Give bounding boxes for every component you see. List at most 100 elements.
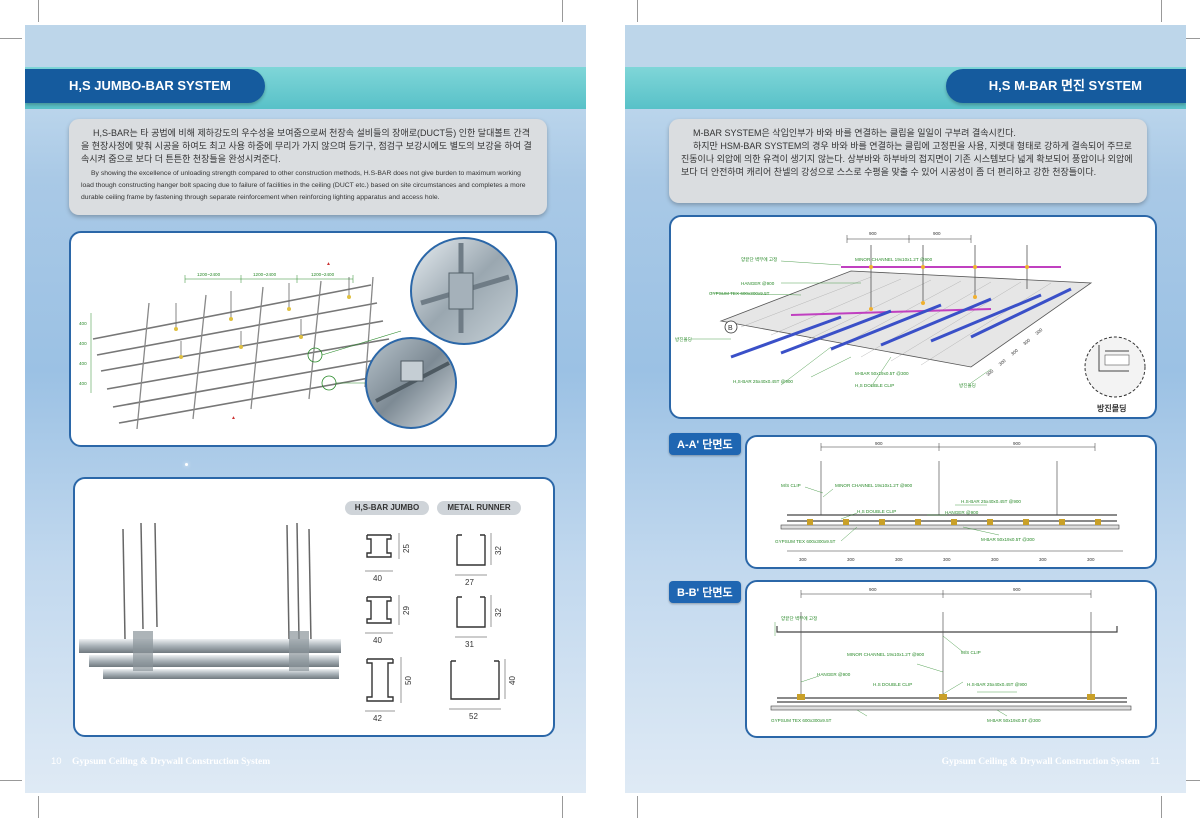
iso-hanger: HANGER @900 <box>741 281 775 286</box>
aa-ms-clip: M/S CLIP <box>781 483 801 488</box>
bb-ms-clip: M/S CLIP <box>961 650 981 655</box>
iso-wall-fix: 양끝단 벽부에 고정 <box>741 256 777 263</box>
jumbo-2-height: 29 <box>402 606 411 615</box>
intro-korean-1: M-BAR SYSTEM은 삭입인부가 바와 바를 연결하는 클립을 일일이 구… <box>693 128 1016 138</box>
bb-gypsum: GYPSUM TEX 600x300x9.5T <box>771 718 832 723</box>
side-dim-3: 400 <box>79 361 87 366</box>
bb-double-clip: H.S DOUBLE CLIP <box>873 682 912 687</box>
iso-300-4: 300 <box>1022 337 1031 346</box>
iso-seismic-mold-small: 방진몰딩 <box>675 336 692 343</box>
iso-300-1: 300 <box>985 368 994 377</box>
intro-box: M-BAR SYSTEM은 삭입인부가 바와 바를 연결하는 클립을 일일이 구… <box>669 119 1147 203</box>
iso-marker-b: B <box>728 325 733 332</box>
side-dim-1: 400 <box>79 321 87 326</box>
iso-double-clip: H,S DOUBLE CLIP <box>855 383 894 388</box>
aa-double-clip: H,S DOUBLE CLIP <box>857 509 896 514</box>
page-title: H,S M-BAR 면진 SYSTEM <box>988 78 1142 93</box>
iso-seismic-mold-mid: 방진몰딩 <box>959 382 976 389</box>
iso-dim-900-2: 900 <box>933 231 941 236</box>
runner-3-height: 40 <box>508 676 517 685</box>
page-number: 11 <box>1150 756 1160 767</box>
section-aa-label: A-A' 단면도 <box>669 433 741 455</box>
iso-minor-channel: MINOR CHANNEL 19x10x1.2T @900 <box>855 257 933 262</box>
mbar-iso-panel: 900 900 양끝단 벽부에 고정 MINOR CHANNEL 19x10x1… <box>669 215 1157 419</box>
aa-minor-channel: MINOR CHANNEL 19x10x1.2T @900 <box>835 483 913 488</box>
bb-minor-channel: MINOR CHANNEL 19x10x1.2T @900 <box>847 652 925 657</box>
iso-dim-900-1: 900 <box>869 231 877 236</box>
crop-mark <box>38 796 39 818</box>
left-page: H,S JUMBO-BAR SYSTEM H,S-BAR는 타 공법에 비해 제… <box>25 25 586 793</box>
aa-bottom-300-5: 300 <box>991 557 999 562</box>
runner-label: METAL RUNNER <box>437 501 521 515</box>
sparkle <box>185 463 188 466</box>
intro-korean: H,S-BAR는 타 공법에 비해 제하강도의 우수성을 보여줌으로써 천장속 … <box>81 128 532 164</box>
crop-mark <box>0 780 22 781</box>
intro-english: By showing the excellence of unloading s… <box>81 170 526 201</box>
crop-mark <box>38 0 39 22</box>
grid-dim-1: 1200~2400 <box>197 272 221 277</box>
aa-bottom-300-4: 300 <box>943 557 951 562</box>
jumbo-3-height: 50 <box>404 676 413 685</box>
iso-hsbar: H,S-BAR 25x40x0.45T @900 <box>733 379 793 384</box>
footer-text: Gypsum Ceiling & Drywall Construction Sy… <box>941 757 1140 767</box>
aa-bottom-300-6: 300 <box>1039 557 1047 562</box>
footer-text: Gypsum Ceiling & Drywall Construction Sy… <box>71 757 271 767</box>
jumbo-2-width: 40 <box>373 636 382 645</box>
aa-top-900-2: 900 <box>1013 441 1021 446</box>
iso-300-5: 300 <box>1034 327 1043 336</box>
crop-mark <box>1178 38 1200 39</box>
ceiling-grid-panel: 1200~2400 1200~2400 1200~2400 400 400 40… <box>69 231 557 447</box>
iso-msbar: M-BAR 50x19x0.5T @300 <box>855 371 909 376</box>
bb-top-900-1: 900 <box>869 587 877 592</box>
intro-korean-2: 하지만 HSM-BAR SYSTEM의 경우 바와 바를 연결하는 클립에 고정… <box>681 141 1133 177</box>
aa-bottom-300-1: 300 <box>799 557 807 562</box>
footer: 10 Gypsum Ceiling & Drywall Construction… <box>43 756 270 767</box>
header-title-tab: H,S M-BAR 면진 SYSTEM <box>946 69 1186 103</box>
bb-mbar: M-BAR 50x19x0.5T @300 <box>987 718 1041 723</box>
crop-mark <box>1178 780 1200 781</box>
iso-gypsum: GYPSUM TEX 600x300x9.5T <box>709 291 770 296</box>
top-band <box>625 25 1186 67</box>
aa-hanger: HANGER @900 <box>945 510 979 515</box>
header-title-tab: H,S JUMBO-BAR SYSTEM <box>25 69 265 103</box>
mbar-iso-diagram: 900 900 양끝단 벽부에 고정 MINOR CHANNEL 19x10x1… <box>675 231 1146 413</box>
aa-bottom-300-3: 300 <box>895 557 903 562</box>
grid-dim-2: 1200~2400 <box>253 272 277 277</box>
right-page: H,S M-BAR 면진 SYSTEM M-BAR SYSTEM은 삭입인부가 … <box>625 25 1186 793</box>
runner-1-width: 27 <box>465 578 474 587</box>
section-aa-diagram: 900 900 M/S CLIP <box>775 441 1123 562</box>
grid-dim-3: 1200~2400 <box>311 272 335 277</box>
section-bb-label: B-B' 단면도 <box>669 581 741 603</box>
crop-mark <box>637 0 638 22</box>
bb-hsbar: H.S-BAR 25x40x0.45T @900 <box>967 682 1027 687</box>
crop-mark <box>1161 796 1162 818</box>
aa-hsbar: H.S-BAR 25x40x0.45T @900 <box>961 499 1021 504</box>
page-number: 10 <box>51 756 62 767</box>
bb-top-900-2: 900 <box>1013 587 1021 592</box>
crop-mark <box>637 796 638 818</box>
aa-mbar: M-BAR 50x19x0.5T @300 <box>981 537 1035 542</box>
seismic-mold-callout-circle <box>1084 336 1146 398</box>
bb-hanger: HANGER @900 <box>817 672 851 677</box>
aa-top-900-1: 900 <box>875 441 883 446</box>
crop-mark <box>1161 0 1162 22</box>
profile-panel: H,S-BAR JUMBO METAL RUNNER <box>73 477 555 737</box>
jumbo-3-width: 42 <box>373 714 382 723</box>
iso-300-2: 300 <box>998 358 1007 367</box>
side-dim-4: 400 <box>79 381 87 386</box>
aa-bottom-300-2: 300 <box>847 557 855 562</box>
section-aa-panel: 900 900 M/S CLIP <box>745 435 1157 569</box>
intro-box: H,S-BAR는 타 공법에 비해 제하강도의 우수성을 보여줌으로써 천장속 … <box>69 119 547 215</box>
runner-1-height: 32 <box>494 546 503 555</box>
iso-seismic-mold-callout: 방진몰딩 <box>1097 403 1126 413</box>
jumbo-label: H,S-BAR JUMBO <box>345 501 429 515</box>
section-bb-panel: 900 900 <box>745 580 1157 738</box>
crop-mark <box>562 796 563 818</box>
jumbo-1-height: 25 <box>402 544 411 553</box>
aa-gypsum: GYPSUM TEX 600x300x9.5T <box>775 539 836 544</box>
runner-2-height: 32 <box>494 608 503 617</box>
profile-sections: 40 25 40 29 42 50 27 32 31 32 52 40 <box>365 533 517 723</box>
side-dim-2: 400 <box>79 341 87 346</box>
crop-mark <box>562 0 563 22</box>
jumbo-bar-photo <box>79 522 341 679</box>
